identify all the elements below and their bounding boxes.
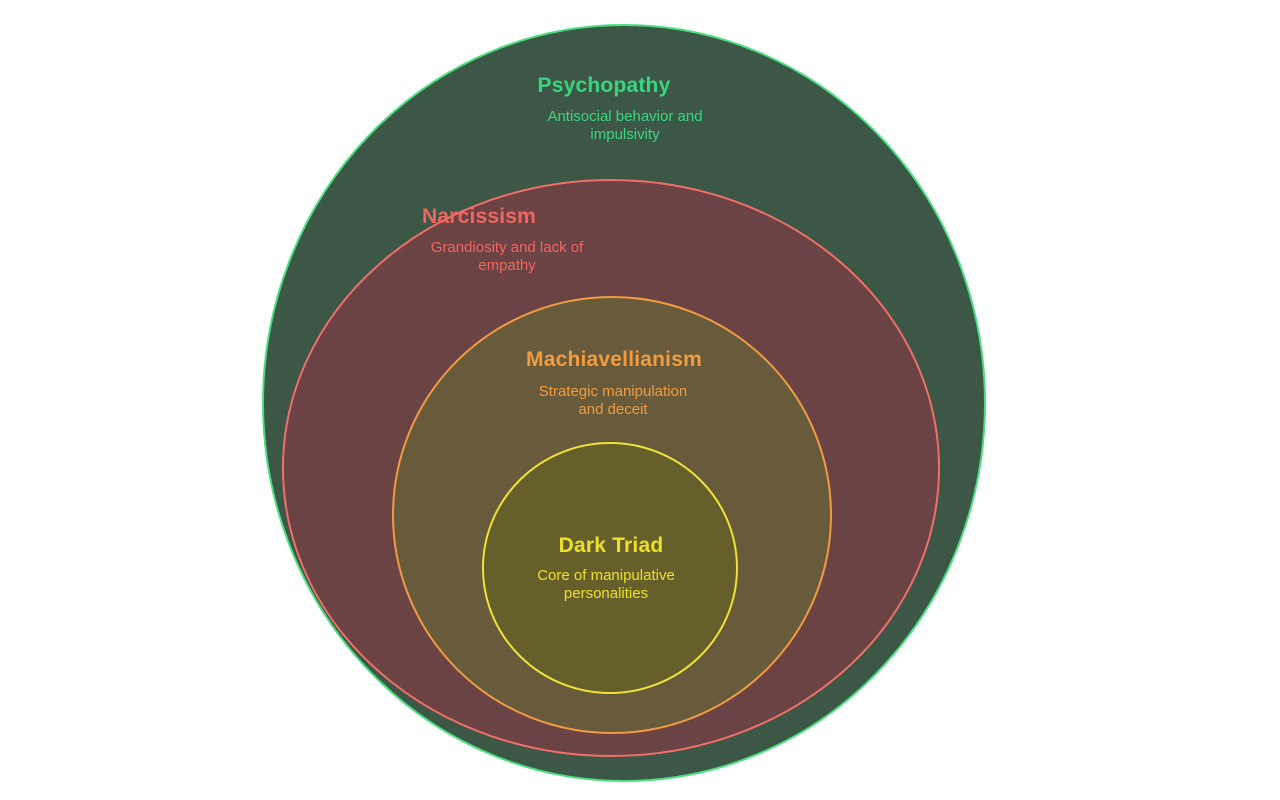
dark-triad-ellipse [482,442,738,694]
